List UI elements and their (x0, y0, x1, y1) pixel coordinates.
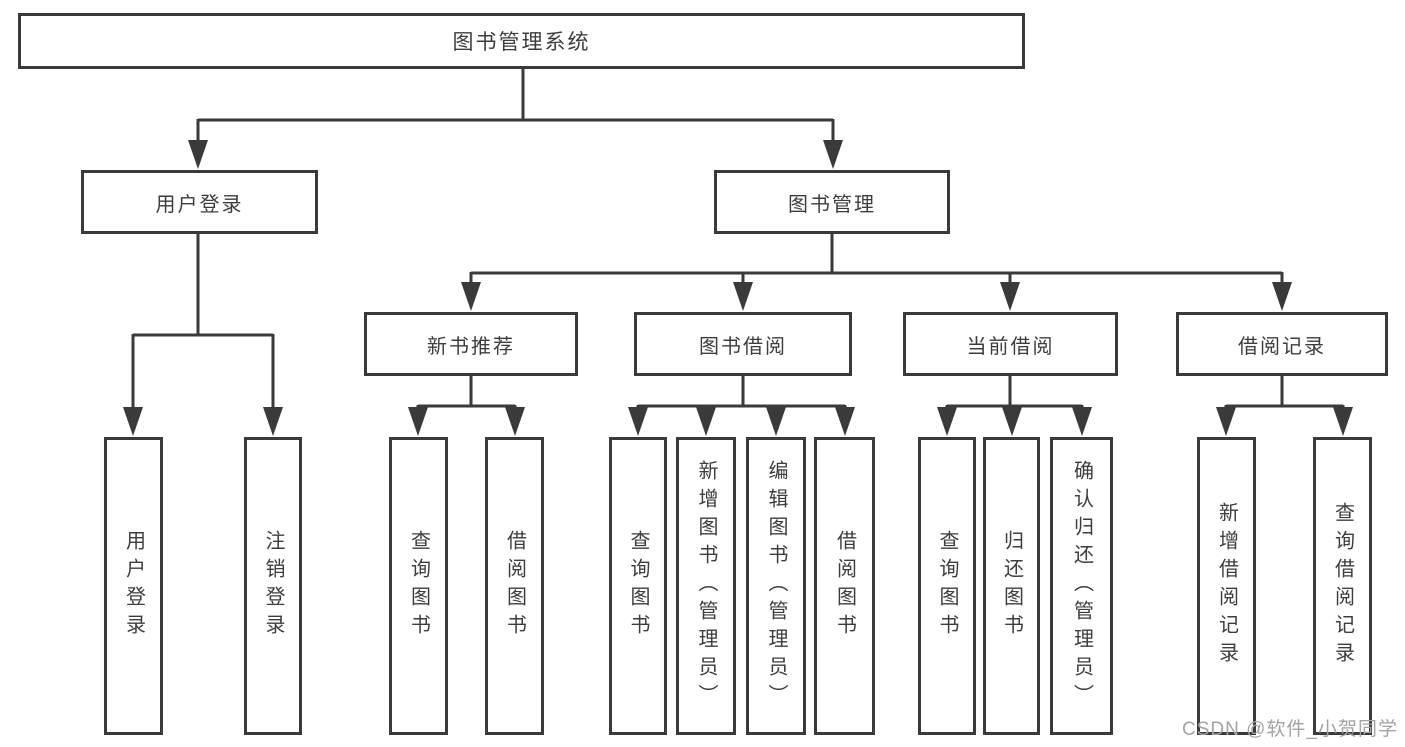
leaf-add-book-admin-label: 新增图书（管理员） (695, 460, 717, 712)
leaf-borrow-books-label: 借阅图书 (833, 530, 856, 642)
leaf-query-books-current-label: 查询图书 (936, 530, 958, 642)
leaf-query-books-borrow: 查询图书 (609, 437, 667, 735)
node-new-book-recommend-label: 新书推荐 (427, 335, 515, 358)
leaf-query-books-recommend-label: 查询图书 (407, 530, 430, 642)
node-book-management-label: 图书管理 (788, 193, 876, 216)
leaf-return-book-label: 归还图书 (1000, 530, 1023, 642)
node-root: 图书管理系统 (18, 13, 1025, 69)
node-user-login-label: 用户登录 (155, 193, 244, 216)
leaf-add-book-admin: 新增图书（管理员） (676, 437, 736, 735)
leaf-query-books-borrow-label: 查询图书 (627, 530, 649, 642)
leaf-user-login-label: 用户登录 (122, 530, 145, 642)
leaf-borrow-books-recommend: 借阅图书 (485, 437, 544, 735)
node-root-label: 图书管理系统 (452, 31, 591, 54)
leaf-edit-book-admin: 编辑图书（管理员） (746, 437, 806, 735)
leaf-query-borrow-record: 查询借阅记录 (1313, 437, 1372, 735)
node-borrow-records: 借阅记录 (1176, 312, 1388, 376)
leaf-query-borrow-record-label: 查询借阅记录 (1331, 502, 1354, 670)
leaf-edit-book-admin-label: 编辑图书（管理员） (765, 460, 787, 712)
leaf-confirm-return-admin-label: 确认归还（管理员） (1070, 460, 1093, 712)
leaf-add-borrow-record-label: 新增借阅记录 (1215, 502, 1238, 670)
leaf-user-login: 用户登录 (104, 437, 163, 735)
node-new-book-recommend: 新书推荐 (364, 312, 578, 376)
node-current-borrow: 当前借阅 (903, 312, 1118, 376)
node-book-management: 图书管理 (714, 170, 950, 234)
arrowheads (123, 140, 1353, 436)
leaf-logout: 注销登录 (244, 437, 302, 735)
leaf-add-borrow-record: 新增借阅记录 (1197, 437, 1256, 735)
node-user-login: 用户登录 (81, 170, 318, 234)
watermark: CSDN @软件_小贺同学 (1182, 719, 1398, 740)
leaf-return-book: 归还图书 (983, 437, 1040, 735)
node-current-borrow-label: 当前借阅 (966, 335, 1055, 358)
node-book-borrow-label: 图书借阅 (699, 335, 787, 358)
leaf-borrow-books: 借阅图书 (814, 437, 875, 735)
leaf-confirm-return-admin: 确认归还（管理员） (1050, 437, 1113, 735)
leaf-query-books-current: 查询图书 (918, 437, 976, 735)
leaf-borrow-books-recommend-label: 借阅图书 (503, 530, 526, 642)
node-book-borrow: 图书借阅 (634, 312, 852, 376)
leaf-logout-label: 注销登录 (262, 530, 284, 642)
leaf-query-books-recommend: 查询图书 (389, 437, 448, 735)
node-borrow-records-label: 借阅记录 (1238, 335, 1326, 358)
